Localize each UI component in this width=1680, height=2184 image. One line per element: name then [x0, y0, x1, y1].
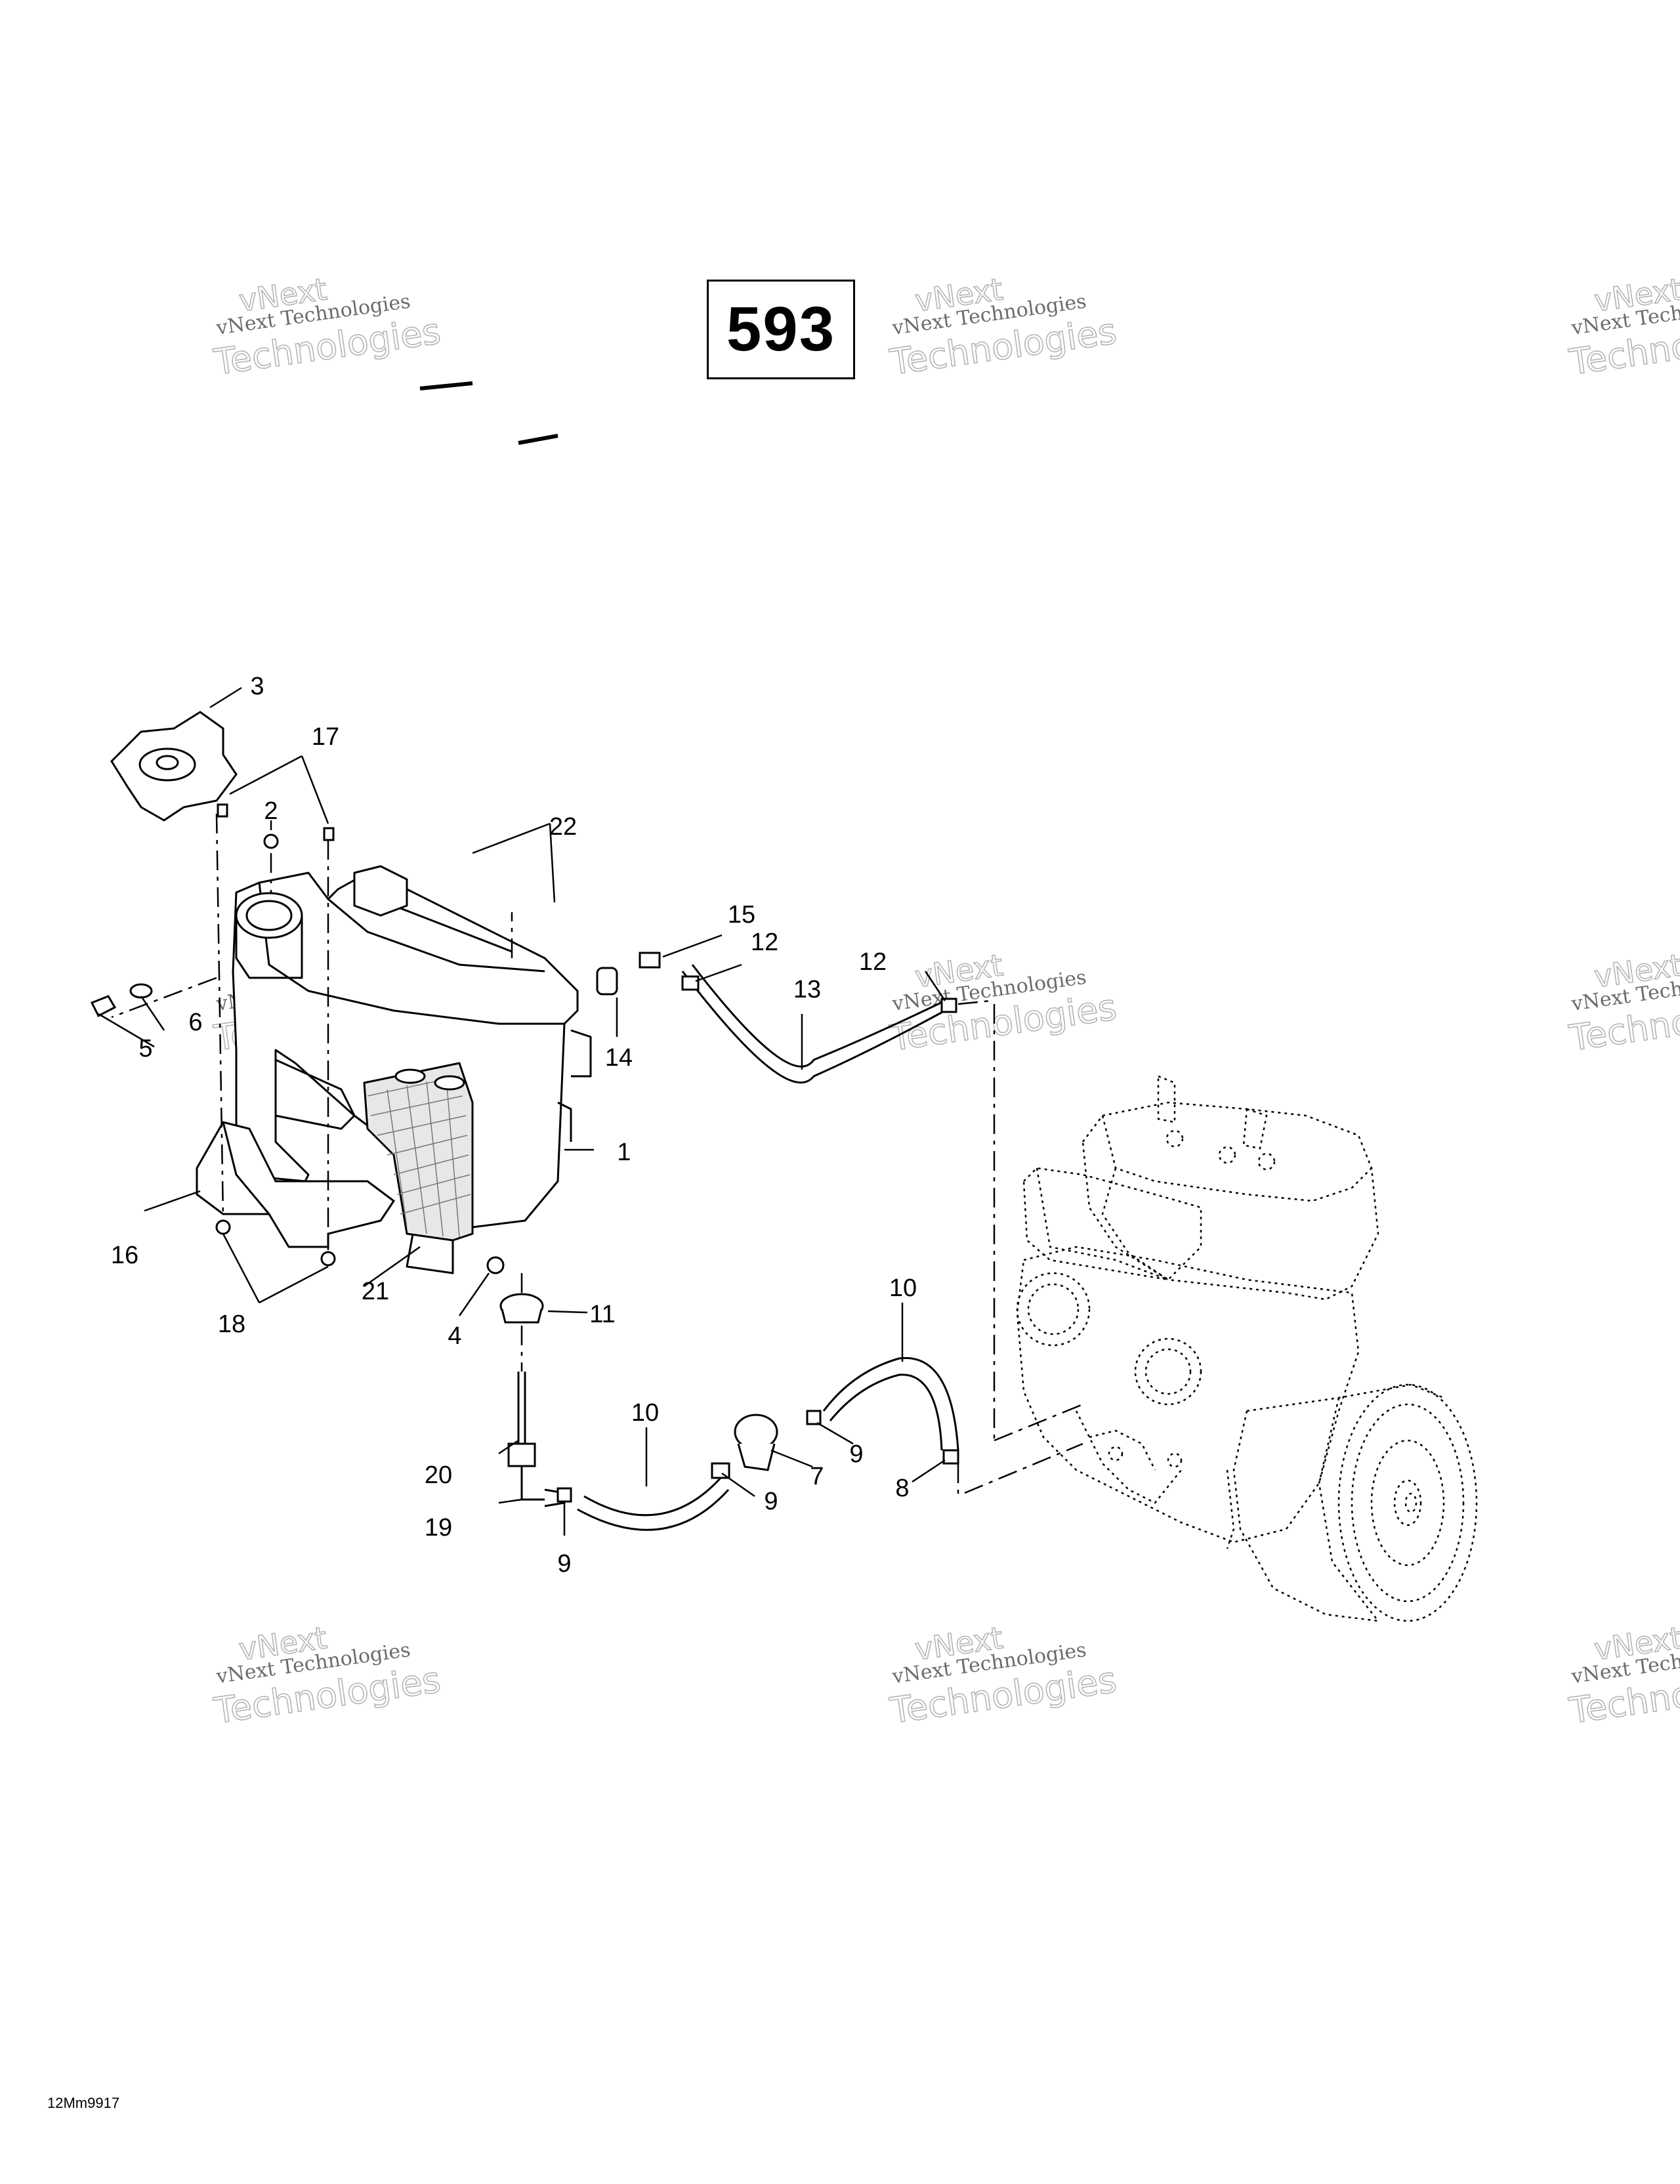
watermark-middle-right: vNext vNext Technologies Technologies: [1566, 947, 1680, 1060]
oil-tank: [232, 865, 592, 1274]
callout-12b: 12: [859, 948, 887, 976]
callout-7: 7: [810, 1463, 824, 1490]
watermark-top-right: vNext vNext Technologies Technologies: [1566, 271, 1680, 384]
watermark-bottom-left: vNext vNext Technologies Technologies: [211, 1620, 444, 1732]
callout-20: 20: [425, 1461, 452, 1489]
callout-19: 19: [425, 1514, 452, 1542]
callout-22: 22: [549, 813, 577, 841]
fitting-14: [596, 967, 618, 996]
callout-9a: 9: [849, 1440, 863, 1468]
callout-2: 2: [264, 797, 278, 825]
page-number: 593: [726, 294, 836, 364]
routing-lines: [111, 813, 1083, 1496]
studs: [419, 381, 558, 445]
filler-cap: [110, 711, 238, 822]
callout-11: 11: [589, 1301, 615, 1328]
fittings-12-15: [639, 952, 957, 1013]
clamps: [556, 1449, 959, 1503]
callout-3: 3: [250, 673, 264, 700]
callout-9b: 9: [764, 1488, 778, 1515]
bottom-bracket: [196, 1121, 396, 1248]
hose-10-upper: [822, 1356, 959, 1451]
callout-4: 4: [448, 1322, 461, 1350]
callout-13: 13: [793, 976, 821, 1003]
drain-plug: [499, 1293, 544, 1324]
callout-17: 17: [312, 723, 339, 751]
callout-1: 1: [617, 1139, 631, 1166]
level-sensor: [507, 1372, 566, 1507]
callout-18: 18: [218, 1311, 245, 1338]
callout-6: 6: [188, 1009, 202, 1036]
watermark-top-left: vNext vNext Technologies Technologies: [211, 271, 444, 384]
callout-10: 10: [889, 1274, 917, 1302]
figure-code: 12Mm9917: [47, 2095, 120, 2111]
callout-labels: 3 17 2 22 15 12 12 13 6 5 14 1 16 21 18 …: [111, 673, 917, 1578]
hose-10-lower: [577, 1475, 730, 1531]
watermark-bottom-center: vNext vNext Technologies Technologies: [887, 1620, 1120, 1732]
engine: [1016, 1075, 1478, 1622]
callout-9c: 9: [557, 1550, 571, 1578]
leader-lines: [98, 686, 946, 1536]
hose-13: [681, 964, 946, 1083]
callout-16: 16: [111, 1242, 138, 1269]
callout-8: 8: [895, 1475, 909, 1502]
inline-filter: [734, 1410, 822, 1471]
callout-15: 15: [728, 901, 755, 929]
callout-5: 5: [138, 1035, 152, 1062]
callout-12: 12: [751, 929, 778, 956]
watermark-top-center: vNext vNext Technologies Technologies: [887, 271, 1120, 384]
callout-10b: 10: [631, 1399, 659, 1427]
page-number-box: 593: [707, 280, 855, 379]
watermark-middle-center: vNext vNext Technologies Technologies: [887, 947, 1120, 1060]
callout-14: 14: [605, 1044, 633, 1072]
watermark-bottom-right: vNext vNext Technologies Technologies: [1566, 1620, 1680, 1732]
callout-21: 21: [362, 1278, 389, 1305]
fasteners: [90, 803, 505, 1274]
